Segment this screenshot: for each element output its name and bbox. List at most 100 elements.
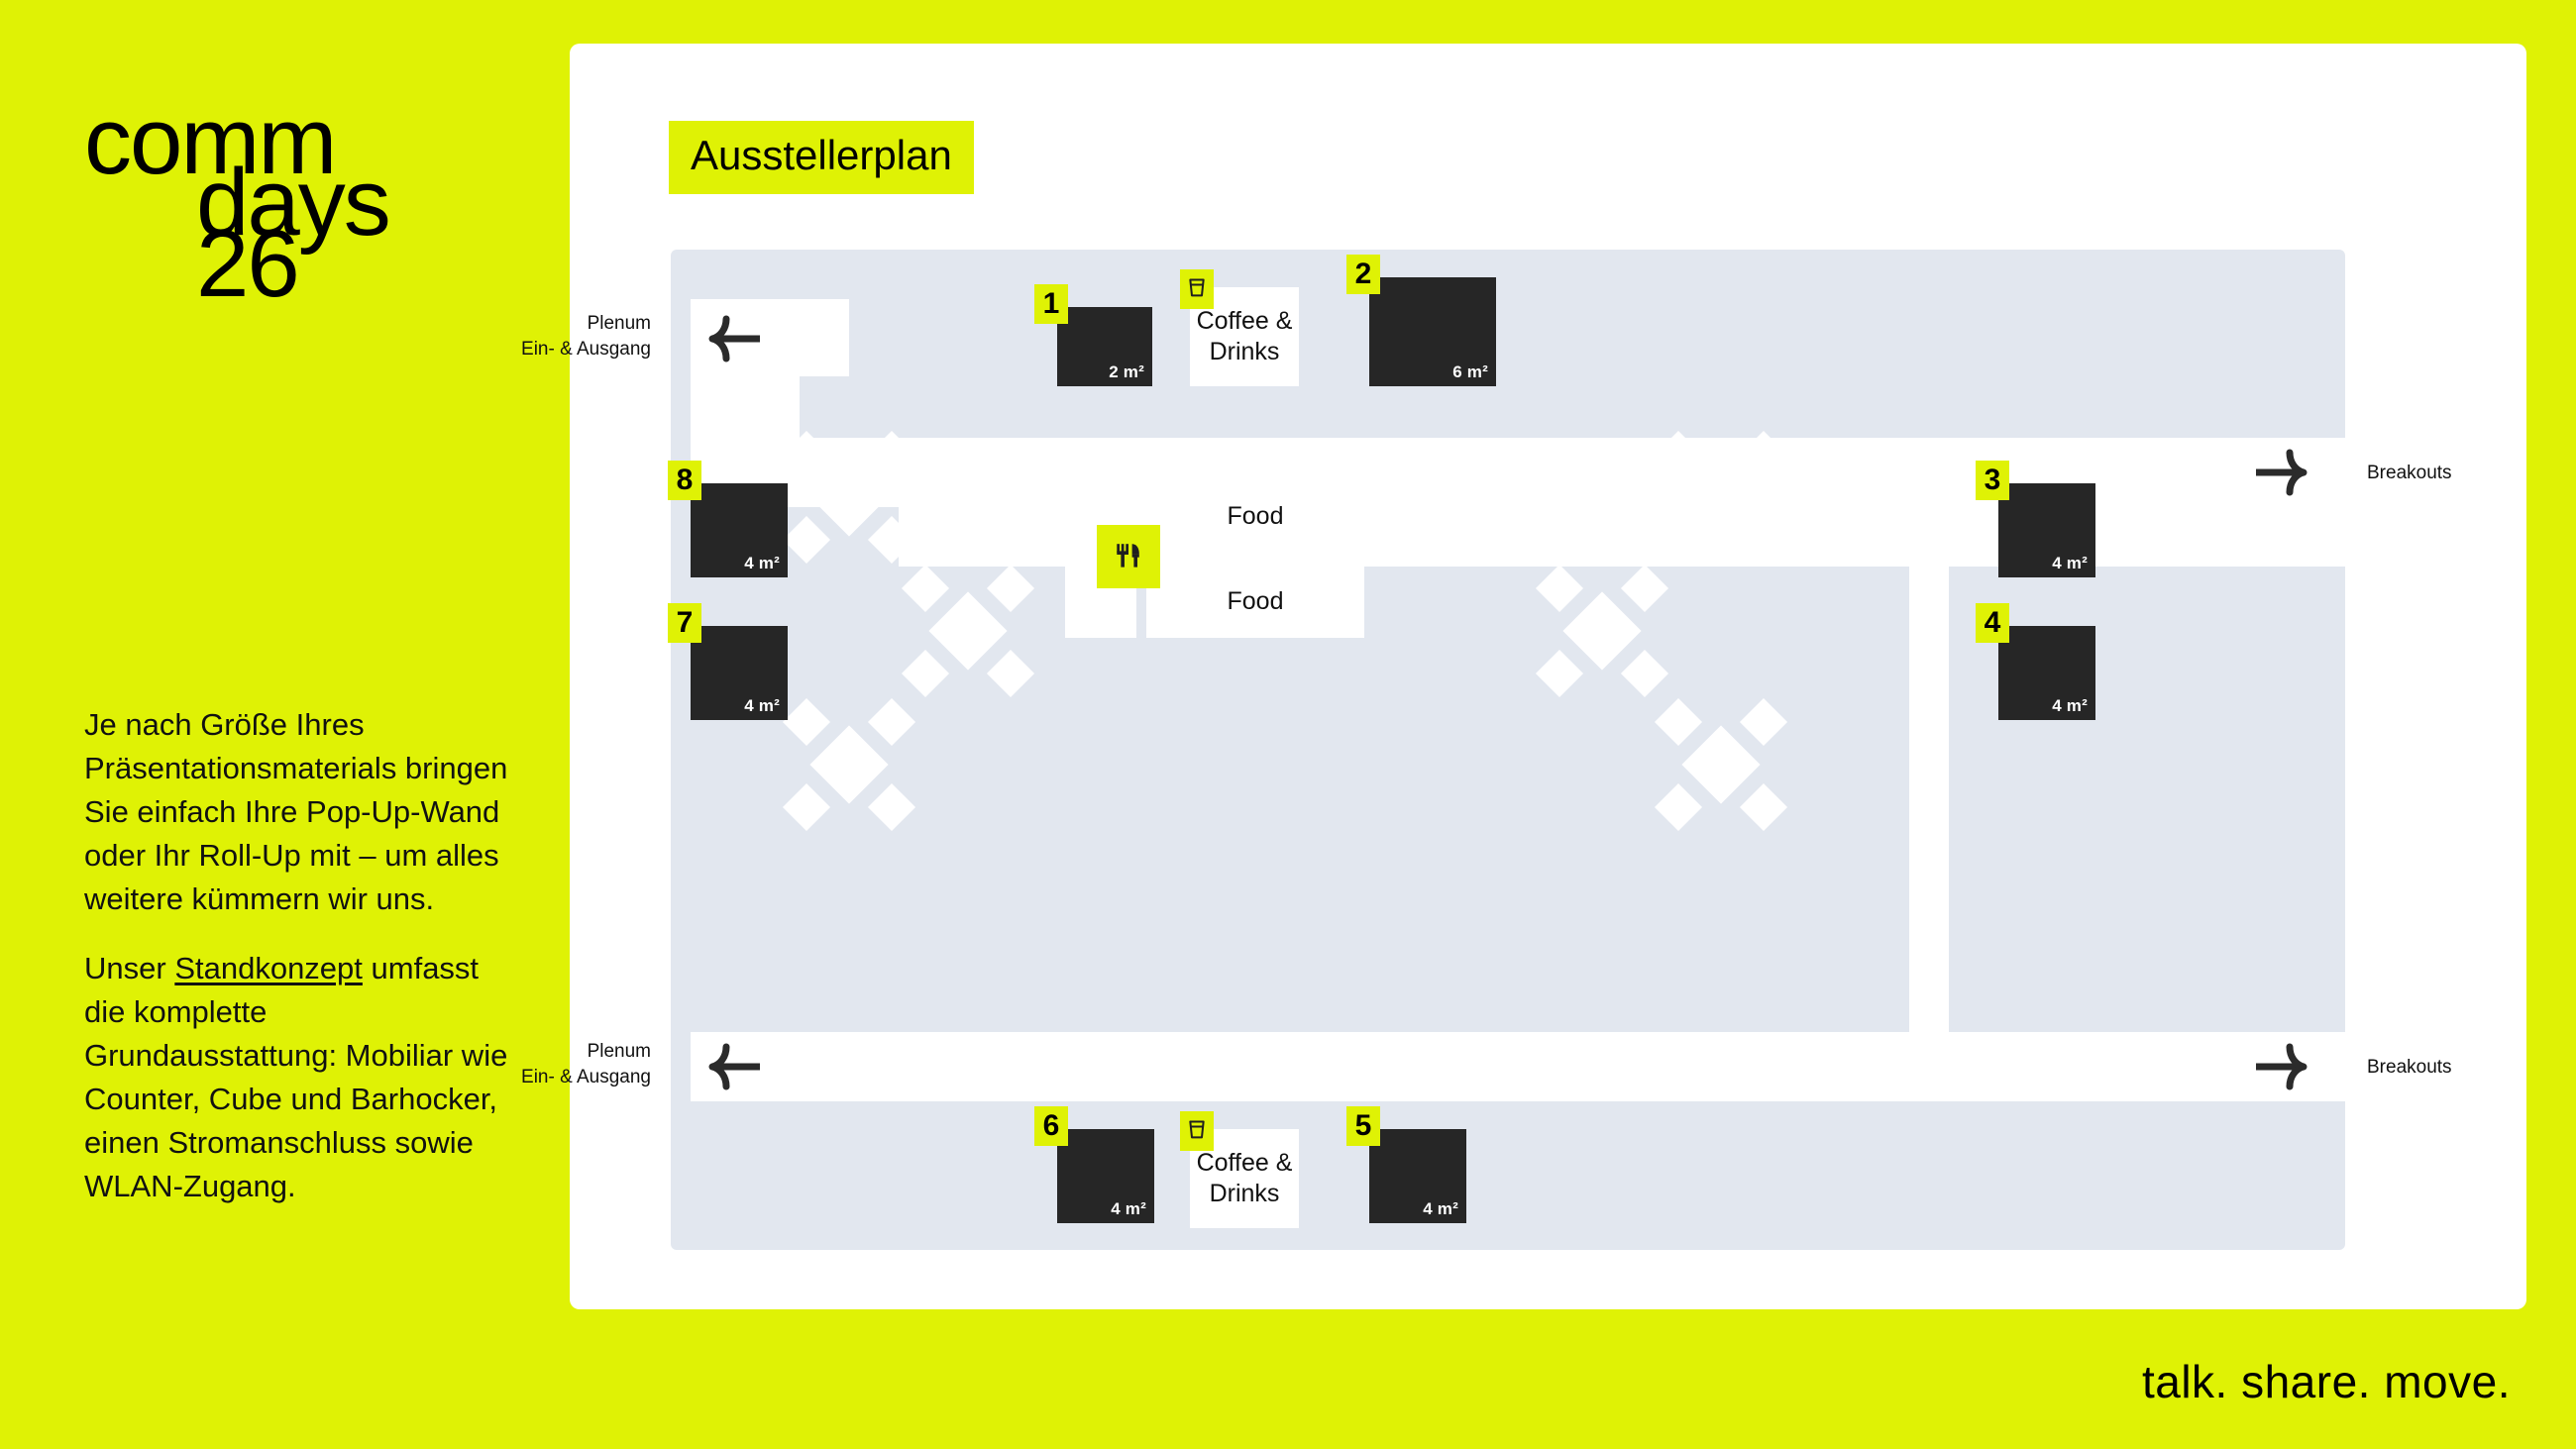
table-icon (1681, 458, 1761, 537)
plan-card: Ausstellerplan (521, 44, 2526, 1309)
standkonzept-link[interactable]: Standkonzept (174, 951, 363, 986)
booth-5[interactable]: 4 m² 5 (1346, 1106, 1466, 1223)
seating-cluster (1535, 564, 1669, 698)
sidebar-body-copy: Je nach Größe Ihres Präsentationsmateria… (84, 703, 520, 1234)
label-plenum-bottom-line1: Plenum (587, 1041, 651, 1062)
stool-icon (1535, 649, 1584, 698)
booth-8[interactable]: 4 m² 8 (668, 461, 788, 577)
table-icon (1562, 591, 1642, 671)
booth-8-area: 4 m² (744, 554, 780, 572)
coffee-drinks-top-line1: Coffee & (1196, 306, 1293, 335)
table-icon (809, 725, 889, 804)
stool-icon (867, 430, 916, 479)
booth-5-shape (1369, 1129, 1466, 1223)
booth-7-number: 7 (668, 603, 701, 643)
paragraph-stand-size: Je nach Größe Ihres Präsentationsmateria… (84, 707, 508, 917)
floor-area-bottom (671, 1082, 2345, 1250)
label-plenum-bottom: Plenum Ein- & Ausgang (433, 1039, 651, 1089)
entrance-arrow-bottom-left (702, 1043, 766, 1090)
booth-4-area: 4 m² (2052, 696, 2088, 715)
stool-icon (1739, 782, 1788, 832)
stool-icon (1739, 697, 1788, 747)
booth-1-area: 2 m² (1109, 362, 1144, 381)
corridor-top-left-leg (691, 299, 800, 438)
tagline: talk. share. move. (2141, 1356, 2511, 1407)
table-icon (928, 591, 1008, 671)
seating-cluster (1654, 430, 1788, 565)
corridor-vertical-right (1909, 507, 1949, 1082)
booth-2-area: 6 m² (1452, 362, 1488, 381)
stool-icon (986, 564, 1035, 613)
corridor-horizontal-upper (691, 438, 2345, 507)
stool-icon (901, 649, 950, 698)
booth-6-shape (1057, 1129, 1154, 1223)
breakouts-arrow-bottom-right (2250, 1043, 2313, 1090)
label-breakouts-bottom: Breakouts (2367, 1055, 2565, 1081)
food-area-bottom[interactable]: Food (1146, 567, 1364, 638)
booth-1-number: 1 (1034, 284, 1068, 324)
coffee-drinks-top-text: Coffee & Drinks (1197, 306, 1293, 368)
stool-icon (867, 515, 916, 565)
cutlery-badge (1097, 525, 1160, 588)
booth-4-number: 4 (1976, 603, 2009, 643)
booth-7[interactable]: 4 m² 7 (668, 603, 788, 720)
booth-6[interactable]: 4 m² 6 (1034, 1106, 1154, 1223)
booth-6-area: 4 m² (1111, 1199, 1146, 1218)
seating-cluster (1654, 697, 1788, 832)
food-area-bottom-label: Food (1227, 587, 1284, 616)
food-area-top[interactable]: Food (1146, 481, 1364, 553)
stool-icon (986, 649, 1035, 698)
booth-4-shape (1998, 626, 2095, 720)
booth-1[interactable]: 2 m² 1 (1034, 284, 1152, 386)
coffee-badge-top (1180, 269, 1214, 309)
booth-4[interactable]: 4 m² 4 (1976, 603, 2095, 720)
entrance-arrow-top-left (702, 315, 766, 362)
booth-8-number: 8 (668, 461, 701, 500)
booth-6-number: 6 (1034, 1106, 1068, 1146)
table-icon (809, 458, 889, 537)
coffee-drinks-top-line2: Drinks (1209, 338, 1280, 365)
stool-icon (1620, 649, 1669, 698)
breakouts-arrow-top-right (2250, 449, 2313, 496)
label-plenum-top-line1: Plenum (587, 313, 651, 334)
page-title: Ausstellerplan (669, 121, 974, 194)
exhibitor-floor-plan: Plenum Ein- & Ausgang Plenum Ein- & Ausg… (521, 250, 2452, 1250)
cutlery-icon (1111, 537, 1146, 577)
coffee-drinks-bottom-text: Coffee & Drinks (1197, 1148, 1293, 1210)
label-plenum-top: Plenum Ein- & Ausgang (433, 311, 651, 362)
stool-icon (1739, 515, 1788, 565)
seating-cluster (782, 697, 916, 832)
stool-icon (1654, 515, 1703, 565)
floor-area-center (671, 567, 1909, 1082)
floor-area-top (671, 250, 2345, 408)
stool-icon (1620, 564, 1669, 613)
stool-icon (867, 782, 916, 832)
drink-cup-icon (1187, 276, 1207, 303)
stool-icon (1535, 564, 1584, 613)
coffee-drinks-bottom-line2: Drinks (1209, 1180, 1280, 1207)
corridor-horizontal-lower (691, 1032, 2345, 1101)
commdays-logo: comm days 26 (84, 94, 510, 322)
table-icon (1681, 725, 1761, 804)
drink-cup-icon (1187, 1118, 1207, 1145)
booth-3[interactable]: 4 m² 3 (1976, 461, 2095, 577)
booth-5-number: 5 (1346, 1106, 1380, 1146)
booth-3-area: 4 m² (2052, 554, 2088, 572)
booth-2[interactable]: 6 m² 2 (1346, 255, 1496, 386)
label-breakouts-top: Breakouts (2367, 461, 2565, 486)
logo-text-year: 26 (196, 211, 300, 317)
stool-icon (901, 564, 950, 613)
stool-icon (782, 697, 831, 747)
booth-3-number: 3 (1976, 461, 2009, 500)
booth-2-number: 2 (1346, 255, 1380, 294)
stool-icon (867, 697, 916, 747)
stool-icon (782, 782, 831, 832)
stool-icon (782, 430, 831, 479)
coffee-drinks-area-top[interactable]: Coffee & Drinks (1190, 287, 1299, 386)
left-sidebar: comm days 26 Je nach Größe Ihres Präsent… (0, 0, 570, 1449)
stool-icon (1654, 782, 1703, 832)
booth-7-area: 4 m² (744, 696, 780, 715)
booth-2-shape (1369, 277, 1496, 386)
booth-7-shape (691, 626, 788, 720)
booth-5-area: 4 m² (1423, 1199, 1458, 1218)
